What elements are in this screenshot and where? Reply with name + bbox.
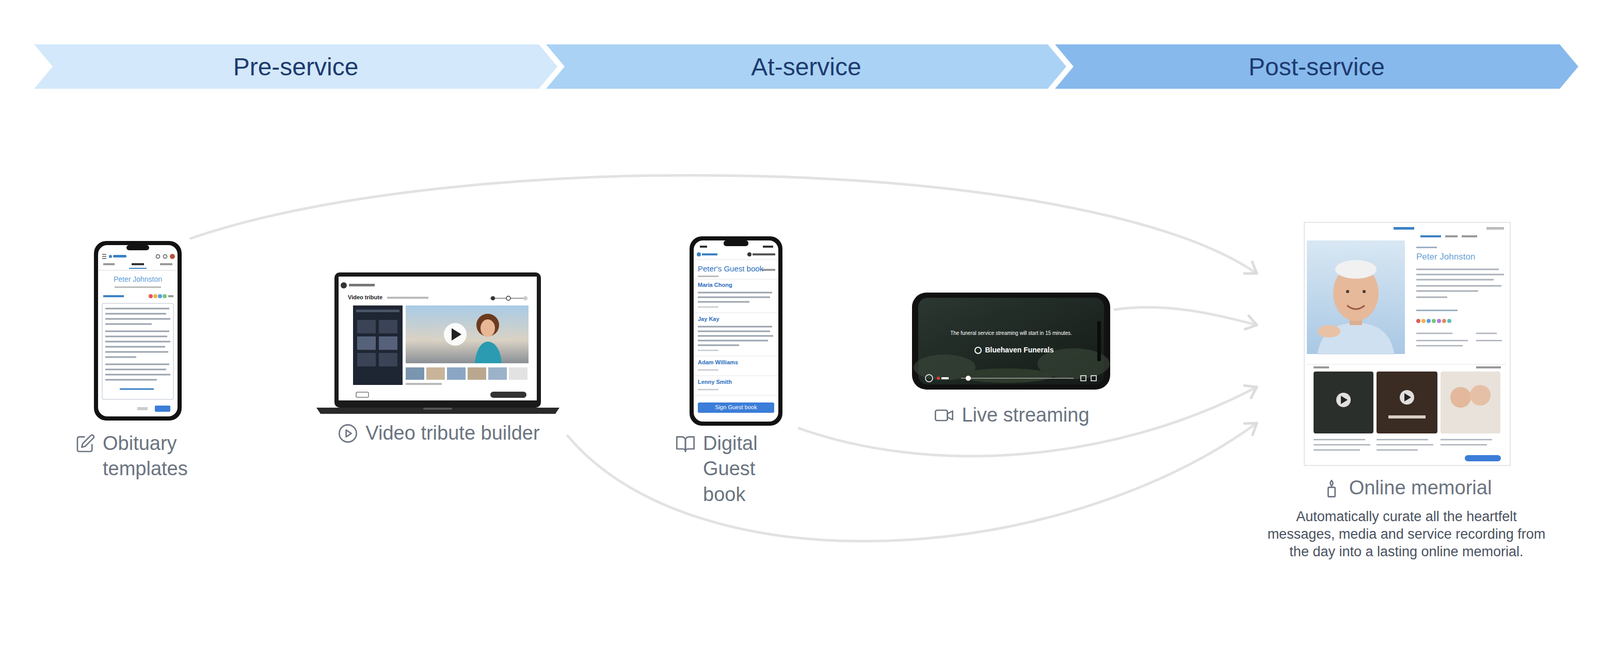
- feature-label: Obituary templates: [102, 430, 207, 483]
- candle-icon: [1321, 477, 1342, 499]
- feature-label: Video tribute builder: [365, 420, 540, 446]
- feature-description: Automatically curate all the heartfelt m…: [1261, 508, 1551, 561]
- video-camera-icon: [933, 405, 955, 426]
- arrow-head: [1244, 315, 1257, 330]
- phase-band: Pre-service: [34, 44, 558, 89]
- feature-node: Online memorialAutomatically curate all …: [1256, 219, 1557, 565]
- memorial-screenshot: [1304, 222, 1511, 466]
- screen-text: The funeral service streaming will start…: [918, 330, 1104, 337]
- feature-label: Live streaming: [961, 402, 1090, 428]
- screen-text: Adam Williams: [697, 359, 739, 366]
- screen-text: Lenny Smith: [697, 378, 732, 386]
- laptop-illustration: [316, 272, 560, 414]
- feature-label: Online memorial: [1349, 475, 1493, 501]
- arrow-head: [1244, 262, 1257, 274]
- connector: [1114, 307, 1257, 330]
- screen-text: Peter Johnston: [1416, 251, 1476, 263]
- connector-line: [1114, 307, 1257, 326]
- screen-text: Video tribute: [347, 294, 383, 301]
- connector-line: [567, 423, 1257, 542]
- screen-text: Peter Johnston: [98, 275, 178, 284]
- pencil-icon: [74, 433, 96, 455]
- phase-band: Post-service: [1054, 44, 1579, 89]
- connector: [798, 385, 1257, 457]
- phase-title: At-service: [750, 52, 861, 82]
- connector-line: [798, 387, 1257, 457]
- phone-illustration: [93, 241, 182, 421]
- feature-label: Digital Guest book: [702, 430, 799, 508]
- screen-text: Sign Guest book: [697, 404, 775, 411]
- phase-title: Post-service: [1248, 52, 1385, 82]
- play-icon: [337, 423, 359, 444]
- screen-text: Jay Kay: [697, 315, 720, 323]
- arrow-head: [1244, 423, 1257, 436]
- connector: [190, 175, 1257, 274]
- connector-line: [190, 175, 1257, 274]
- phase-band: At-service: [546, 44, 1067, 89]
- screen-text: Maria Chong: [697, 281, 733, 289]
- feature-node: Live streaming: [908, 289, 1115, 431]
- screen-text: Peter's Guest book: [697, 264, 764, 274]
- screen-text: Bluehaven Funerals: [926, 345, 1113, 355]
- book-icon: [675, 433, 696, 455]
- phase-title: Pre-service: [233, 52, 359, 82]
- connector: [567, 423, 1257, 542]
- phone-illustration: [689, 236, 783, 426]
- phone-illustration: [912, 292, 1111, 390]
- arrow-head: [1244, 385, 1257, 398]
- feature-node: Digital Guest book: [675, 233, 799, 511]
